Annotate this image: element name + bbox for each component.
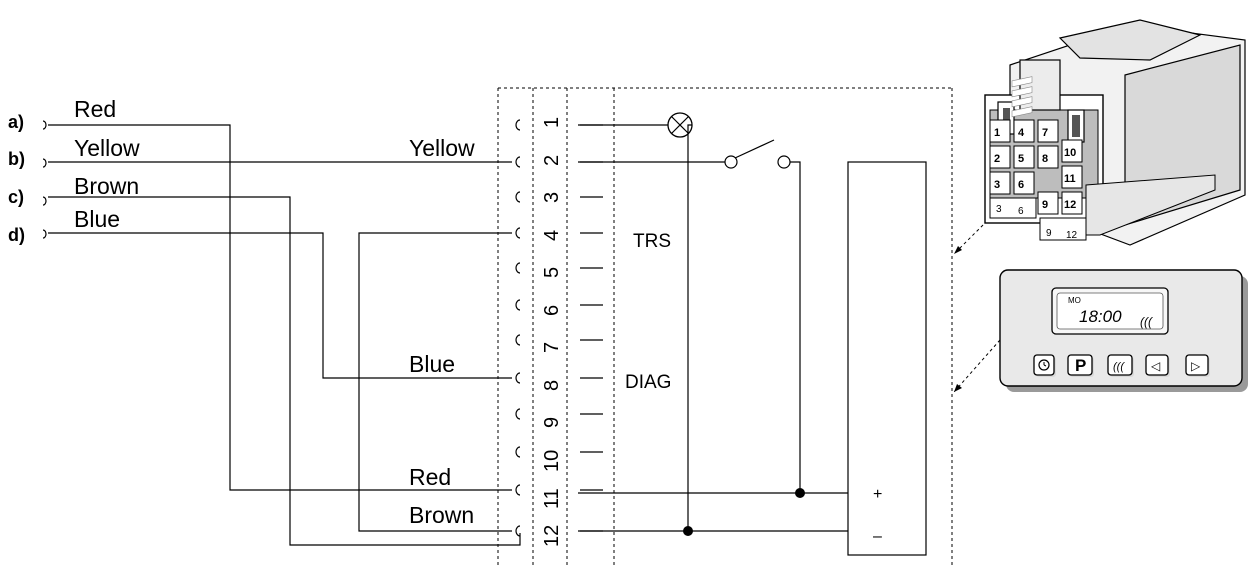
pin-label-10: 10 [541,450,563,472]
pin-column: 1 2 3 4 5 6 7 8 9 10 11 12 [541,117,563,547]
terminal-labels: Yellow Blue Red Brown [409,135,475,528]
connector-cell-label: 6 [1018,179,1024,191]
pin-label-7: 7 [541,342,563,353]
timer-buttons: P ((( ◁ ▷ [1033,354,1210,377]
terminal-label-blue: Blue [409,351,455,377]
junction-dot [683,526,693,536]
input-letter-a: a) [8,112,24,132]
junction-dot [795,488,805,498]
input-wire-label-brown: Brown [74,173,139,199]
switch-icon [724,139,791,169]
input-wire-label-blue: Blue [74,206,120,232]
connector-cell-label: 5 [1018,153,1024,165]
pin-terminal-icon [515,262,521,274]
heat-icon: ((( [1140,315,1154,329]
lamp-icon [667,112,693,138]
wire-blue [48,232,512,379]
timer-panel: MO 18:00 ((( P ((( [999,76,1248,392]
pin-terminal-icon [515,408,521,420]
pin-label-12: 12 [541,525,563,547]
supply-plus-label: + [873,486,882,503]
power-supply-box: + – [847,161,927,556]
right-arrow-icon: ▷ [1191,359,1201,373]
pin-terminal-icon [515,525,521,537]
pin-terminal-icon [515,191,521,203]
input-letter-b: b) [8,149,25,169]
heat-button[interactable]: ((( [1107,354,1134,377]
pin-label-6: 6 [541,305,563,316]
connector-cell-label: 1 [994,127,1000,139]
wire-brown [48,196,521,546]
connector-bottom-label: 3 [996,204,1002,215]
connector-bottom-label: 6 [1018,206,1024,217]
terminal-label-brown: Brown [409,502,474,528]
connector-cell-label: 4 [1018,127,1025,139]
input-letter-c: c) [8,187,24,207]
connector-cell-label: 3 [994,179,1000,191]
connector-cell-label: 12 [1064,199,1076,211]
supply-minus-label: – [873,528,882,545]
program-button-label: P [1075,356,1086,375]
connector-cell-label: 8 [1042,153,1048,165]
pin-label-9: 9 [541,417,563,428]
connector-bottom-label: 12 [1066,230,1078,241]
internal-circuit [578,112,860,536]
connector-cell-label: 11 [1064,173,1076,185]
pointer-arrows [953,207,1001,393]
clock-icon [1038,359,1050,371]
pin-label-11: 11 [541,488,563,509]
right-button[interactable]: ▷ [1185,354,1210,377]
terminal-label-red: Red [409,464,451,490]
connector-cell-label: 9 [1042,199,1048,211]
connector-bottom-label: 9 [1046,228,1052,239]
connector-cell-label: 10 [1064,147,1076,159]
pin-label-4: 4 [541,230,563,241]
pin-terminal-icon [515,119,521,131]
pin-terminal-icon [515,372,521,384]
input-wire-label-yellow: Yellow [74,135,140,161]
input-letters: a) b) c) d) [8,112,25,245]
pin-label-8: 8 [541,380,563,391]
connector-cell-label: 7 [1042,127,1048,139]
pin-terminal-icon [515,156,521,168]
left-button[interactable]: ◁ [1145,354,1170,377]
pin-label-5: 5 [541,267,563,278]
connector-cell-label: 2 [994,153,1000,165]
pin-terminal-icon [515,446,521,458]
pin-terminal-icon [515,299,521,311]
wires [48,124,521,546]
pin-label-2: 2 [541,155,563,166]
heat-button-label: ((( [1113,361,1125,373]
input-wire-label-red: Red [74,96,116,122]
terminal-label-yellow: Yellow [409,135,475,161]
timer-time: 18:00 [1079,307,1122,326]
pin-terminal-icon [515,334,521,346]
wire-pin4-jumper [358,232,512,532]
input-wire-labels: Red Yellow Brown Blue [74,96,140,232]
pin-label-3: 3 [541,192,563,203]
input-letter-d: d) [8,225,25,245]
left-arrow-icon: ◁ [1150,359,1160,373]
timer-day: MO [1068,296,1081,305]
pin-terminal-icon [515,227,521,239]
wire-red [48,124,512,491]
connector-cells [989,119,1083,215]
pin-terminal-icon [515,484,521,496]
module-boundaries [497,87,953,565]
brand-logo-icon [1011,76,1033,118]
program-button[interactable]: P [1067,354,1094,377]
signal-label-trs: TRS [633,231,671,252]
input-connector-symbols [42,120,47,239]
pin-label-1: 1 [541,117,563,128]
signal-label-diag: DIAG [625,372,671,393]
connector-illustration: 1 4 7 10 2 5 8 11 3 6 9 12 3 6 9 12 [984,19,1246,246]
clock-button[interactable] [1033,354,1056,377]
